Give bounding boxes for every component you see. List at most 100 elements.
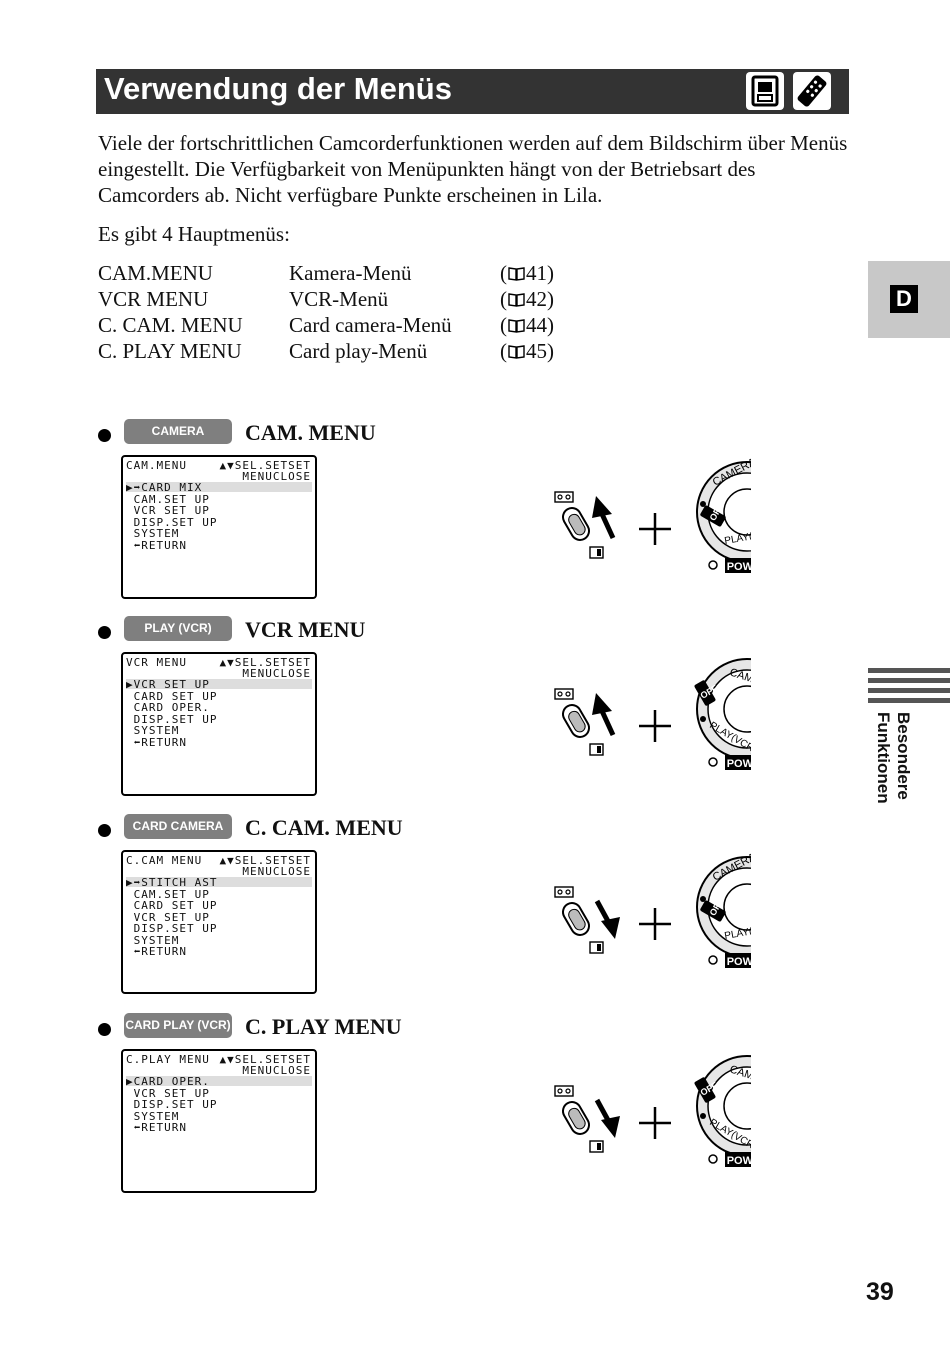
bullet-icon bbox=[98, 1023, 111, 1036]
tape-card-lever[interactable] bbox=[560, 900, 593, 938]
tape-cassette-icon bbox=[554, 1085, 574, 1097]
book-icon bbox=[508, 293, 525, 307]
mode-badge: CAMERA bbox=[124, 419, 232, 444]
menu-screen-item: ▶CARD OPER. bbox=[126, 1075, 210, 1088]
menu-screen-item: ⬅RETURN bbox=[126, 1121, 187, 1134]
menu-screen-title: VCR MENU bbox=[126, 656, 187, 669]
camcorder-icon bbox=[746, 72, 784, 110]
menu-screen: VCR MENU ▲▼SEL.SETSET MENUCLOSE ▶VCR SET… bbox=[121, 652, 317, 796]
power-label: POWER bbox=[727, 758, 751, 770]
menu-screen-item: CARD OPER. bbox=[126, 701, 210, 714]
menus-lead: Es gibt 4 Hauptmenüs: bbox=[98, 222, 290, 246]
menu-list-name: VCR MENU bbox=[98, 287, 209, 311]
menu-list-desc: VCR-Menü bbox=[289, 287, 389, 311]
memory-card-icon bbox=[589, 1140, 604, 1153]
title-bar: Verwendung der Menüs bbox=[96, 69, 849, 114]
language-tab-letter: D bbox=[890, 285, 918, 313]
menu-list-desc: Card camera-Menü bbox=[289, 313, 452, 337]
menu-list-page: (44) bbox=[500, 313, 554, 337]
bullet-icon bbox=[98, 626, 111, 639]
menu-screen-items: ▶VCR SET UP CARD SET UP CARD OPER. DISP.… bbox=[126, 679, 312, 748]
menu-screen-item: ⬅RETURN bbox=[126, 538, 187, 552]
memory-card-icon bbox=[589, 546, 604, 559]
section-label-line1: Besondere bbox=[894, 712, 913, 800]
menu-screen-item: CARD SET UP bbox=[126, 899, 218, 912]
book-icon bbox=[508, 319, 525, 333]
menu-screen-item: DISP.SET UP bbox=[126, 515, 218, 529]
menu-screen-title: C.PLAY MENU bbox=[126, 1053, 210, 1066]
menu-screen-item: ⬅RETURN bbox=[126, 735, 187, 749]
tape-card-lever[interactable] bbox=[560, 505, 593, 543]
tape-cassette-icon bbox=[554, 688, 574, 700]
power-label: POWER bbox=[727, 561, 751, 573]
menu-section-cam: CAMERA CAM. MENU CAM.MENU ▲▼SEL.SETSET M… bbox=[96, 419, 822, 609]
menu-screen-items: ▶➡STITCH AST CAM.SET UP CARD SET UP VCR … bbox=[126, 877, 312, 958]
menu-screen-highlight bbox=[126, 482, 312, 492]
menu-screen-select-hint: ▲▼SEL.SETSET bbox=[219, 1053, 311, 1066]
bullet-icon bbox=[98, 429, 111, 442]
memory-card-icon bbox=[589, 743, 604, 756]
menu-screen-item: ▶VCR SET UP bbox=[126, 678, 210, 691]
book-icon bbox=[508, 267, 525, 281]
menu-screen-close-hint: MENUCLOSE bbox=[242, 667, 311, 680]
section-label: Besondere Funktionen bbox=[873, 712, 913, 827]
power-label: POWER bbox=[727, 956, 751, 968]
menu-section-vcr: PLAY (VCR) VCR MENU VCR MENU ▲▼SEL.SETSE… bbox=[96, 616, 822, 806]
menu-list-page: (42) bbox=[500, 287, 554, 311]
menu-list-desc: Card play-Menü bbox=[289, 339, 428, 363]
menu-list-name: C. PLAY MENU bbox=[98, 339, 242, 363]
page-number: 39 bbox=[866, 1278, 894, 1306]
page-title: Verwendung der Menüs bbox=[104, 71, 452, 106]
menu-screen-highlight bbox=[126, 1076, 312, 1086]
arrow-down-icon bbox=[594, 899, 620, 939]
mode-badge: CARD CAMERA bbox=[124, 814, 232, 839]
menu-heading: C. PLAY MENU bbox=[245, 1014, 402, 1039]
tape-card-lever[interactable] bbox=[560, 702, 593, 740]
power-indicator: POWER bbox=[708, 755, 770, 770]
tape-card-lever[interactable] bbox=[560, 1099, 593, 1137]
mode-badge: CARD PLAY (VCR) bbox=[124, 1013, 232, 1038]
menu-screen-item: ⬅RETURN bbox=[126, 945, 187, 958]
menu-screen-item: VCR SET UP bbox=[126, 1086, 210, 1100]
language-tab: D bbox=[868, 261, 950, 338]
power-indicator: POWER bbox=[708, 558, 770, 573]
menu-screen-item: ▶➡CARD MIX bbox=[126, 481, 203, 494]
section-stripes bbox=[868, 668, 950, 703]
menu-screen-item: ▶➡STITCH AST bbox=[126, 876, 218, 889]
menu-screen-item: CARD SET UP bbox=[126, 689, 218, 703]
menu-list-page: (45) bbox=[500, 339, 554, 363]
menu-heading: C. CAM. MENU bbox=[245, 815, 403, 840]
menu-screen-item: CAM.SET UP bbox=[126, 887, 210, 901]
arrow-up-icon bbox=[592, 496, 616, 540]
power-label: POWER bbox=[727, 1155, 751, 1167]
menu-section-card-camera: CARD CAMERA C. CAM. MENU C.CAM MENU ▲▼SE… bbox=[96, 814, 822, 1004]
menu-screen-select-hint: ▲▼SEL.SETSET bbox=[219, 459, 311, 472]
menu-screen-item: CAM.SET UP bbox=[126, 492, 210, 506]
menu-screen-close-hint: MENUCLOSE bbox=[242, 865, 311, 878]
arrow-down-icon bbox=[594, 1098, 620, 1138]
menu-screen-select-hint: ▲▼SEL.SETSET bbox=[219, 854, 311, 867]
arrow-up-icon bbox=[592, 693, 616, 737]
menu-heading: CAM. MENU bbox=[245, 420, 376, 445]
menu-section-card-play: CARD PLAY (VCR) C. PLAY MENU C.PLAY MENU… bbox=[96, 1013, 822, 1203]
menu-list-page: (41) bbox=[500, 261, 554, 285]
plus-icon bbox=[639, 1107, 671, 1139]
menu-list-desc: Kamera-Menü bbox=[289, 261, 412, 285]
menu-screen-highlight bbox=[126, 679, 312, 689]
menu-screen-close-hint: MENUCLOSE bbox=[242, 1064, 311, 1077]
menu-screen-highlight bbox=[126, 877, 312, 887]
section-label-line2: Funktionen bbox=[874, 712, 893, 804]
menu-screen-item: VCR SET UP bbox=[126, 504, 210, 517]
menu-screen-item: VCR SET UP bbox=[126, 910, 210, 924]
intro-paragraph: Viele der fortschrittlichen Camcorderfun… bbox=[98, 131, 848, 207]
